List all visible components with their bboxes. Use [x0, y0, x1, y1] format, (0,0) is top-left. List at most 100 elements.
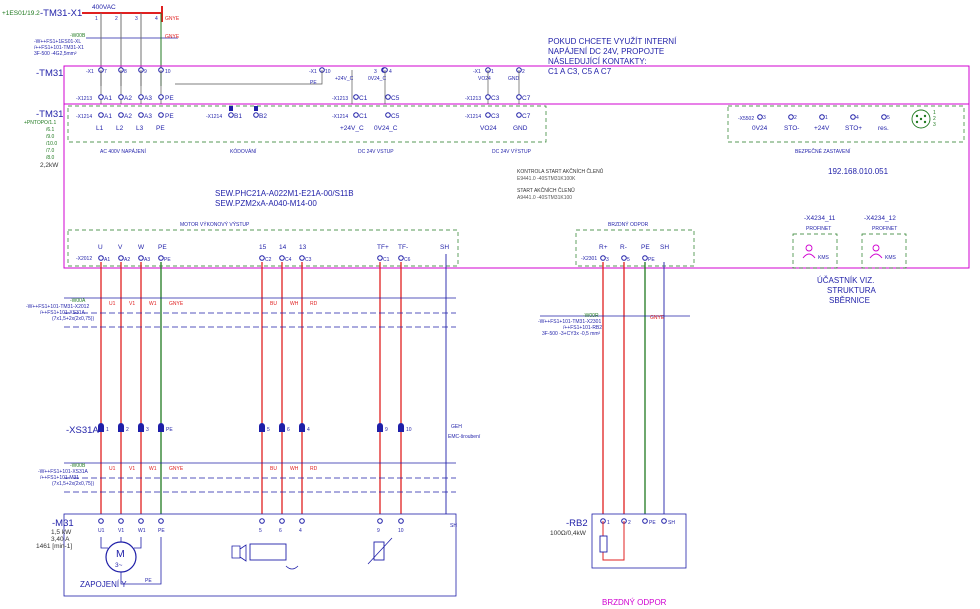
svg-text:C3: C3	[491, 113, 500, 120]
start-control-ref: E9441.0 -40STM31K100K	[517, 176, 576, 182]
note-line: C1 A C3, C5 A C7	[548, 67, 612, 76]
x2301-terminal	[642, 255, 648, 261]
motor-terminal	[138, 518, 144, 524]
x1-terminals: -X1 7 8 9 10 -X1 10 3 4 -X1 1 2	[86, 67, 525, 75]
x2012-terminal	[158, 255, 164, 261]
svg-text:3: 3	[763, 115, 766, 121]
resistor-pin: SH	[668, 520, 675, 526]
connector-geh: GEH	[451, 424, 462, 430]
section-label: DC 24V VSTUP	[358, 149, 394, 155]
svg-text:PE: PE	[165, 113, 174, 120]
sto-label: 0V24	[752, 125, 768, 132]
svg-text:A1: A1	[104, 113, 112, 120]
device-ref: /6.1	[46, 127, 55, 133]
wire-color-label: RD	[310, 466, 318, 472]
x2012-terminal	[398, 255, 404, 261]
svg-text:10: 10	[325, 69, 331, 75]
wire-color-label: GNYE	[650, 315, 665, 321]
x1213-terminal-row: -X1213 A1 A2 A3 PE -X1213 C1 C5 -X1213 C…	[76, 94, 531, 102]
section-label: DC 24V VÝSTUP	[492, 148, 532, 155]
motor-pin: 9	[377, 528, 380, 534]
connector-pin: 6	[287, 427, 290, 433]
sto-label: STO+	[845, 125, 862, 132]
cable-line: -W00R	[583, 313, 599, 319]
start-members-label: START AKČNÍCH ČLENŮ	[517, 187, 575, 194]
motor-power: 1,5 kW	[51, 529, 72, 536]
profinet-tag: -X4234_11	[804, 215, 836, 222]
section-label: AC 400V NAPÁJENÍ	[100, 148, 146, 155]
profinet-tag: -X4234_12	[864, 215, 896, 222]
resistor-terminal	[661, 518, 667, 524]
connector-pin-icon	[299, 423, 305, 432]
x1-internal-wiring	[100, 70, 520, 104]
internal-supply-note: POKUD CHCETE VYUŽÍT INTERNÍ NAPÁJENÍ DC …	[548, 37, 677, 76]
x2012-terminal	[259, 255, 265, 261]
participant-line: SBĚRNICE	[829, 296, 870, 305]
x2012-label: TF-	[398, 244, 408, 251]
profinet-port-12[interactable]: -X4234_12 PROFINET KMS	[861, 215, 907, 269]
x2012-pin: A2	[124, 257, 130, 263]
wire-color-label: BU	[270, 301, 277, 307]
resistor-pin: 2	[628, 520, 631, 526]
svg-text:3: 3	[933, 122, 936, 128]
x2012-terminal	[377, 255, 383, 261]
wire-color-label: GNYE	[169, 466, 184, 472]
motor-terminal	[259, 518, 265, 524]
profinet-port-11[interactable]: -X4234_11 PROFINET KMS	[792, 215, 838, 269]
resistor-pin: PE	[649, 520, 656, 526]
resistor-symbol-icon	[599, 535, 608, 553]
device-model-2: SEW.PZM2xA-A040-M14-00	[215, 199, 317, 208]
cable-line: -W00A	[70, 298, 86, 304]
cable-line: -W00B	[70, 463, 86, 469]
motor-columns: UA11U1VA22V1WA33W1PEPEPEPE15C25514C46613…	[64, 244, 457, 534]
motor-terminal	[118, 518, 124, 524]
brake-cable-label: -W00R -W++FS1+101-TM31-X2301 /++FS1+101-…	[538, 313, 602, 337]
connector-pin: 4	[307, 427, 310, 433]
motor-symbol-sub: 3~	[115, 562, 123, 569]
x1213-pin: A1	[104, 95, 112, 102]
dc-out-label: VO24	[480, 125, 497, 132]
wire-color-label: WH	[290, 301, 299, 307]
x2301-pin: 5	[627, 257, 630, 263]
x2012-terminal	[138, 255, 144, 261]
x2301-terminal	[621, 255, 627, 261]
device-tag: -TM31	[36, 68, 63, 79]
resistor-pin: 1	[607, 520, 610, 526]
note-line: NÁSLEDUJÍCÍ KONTAKTY:	[548, 57, 647, 66]
svg-text:-X1214: -X1214	[76, 114, 92, 120]
svg-text:2: 2	[522, 69, 525, 75]
svg-text:7: 7	[104, 69, 107, 75]
start-members-ref: A9441.0 -40STM31K100	[517, 195, 572, 201]
svg-text:-X1214: -X1214	[465, 114, 481, 120]
cable-line: (7x1,5+2x(2x0,75))	[52, 481, 94, 487]
svg-text:1: 1	[933, 110, 936, 116]
profinet-icon	[805, 244, 813, 252]
connector-pin-icon	[398, 423, 404, 432]
svg-text:4: 4	[389, 69, 392, 75]
x2012-frame	[67, 229, 459, 267]
motor-terminal	[398, 518, 404, 524]
x1213-pin: A3	[144, 95, 152, 102]
device-ip: 192.168.010.051	[828, 167, 889, 176]
svg-text:1: 1	[491, 69, 494, 75]
supply-cable-line: -W00B	[70, 33, 86, 39]
x2012-pin: A3	[144, 257, 150, 263]
profinet-label: PROFINET	[872, 226, 897, 232]
sto-terminals: -X5502 3 2 1 4 5 0V24 STO- +24V STO+ res…	[738, 114, 890, 132]
connector-pin: 5	[267, 427, 270, 433]
wire-color-label: W1	[149, 301, 157, 307]
connector-pin: 1	[106, 427, 109, 433]
motor-pin: 10	[398, 528, 404, 534]
connector-pin: 2	[126, 427, 129, 433]
dc-out-pin: C3	[491, 95, 500, 102]
wire-color-label: WH	[290, 466, 299, 472]
motor-pin: 6	[279, 528, 282, 534]
motor-pin: PE	[158, 528, 165, 534]
resistor-spec: 100Ω/0,4kW	[550, 530, 587, 537]
x2012-label: PE	[158, 244, 167, 251]
svg-text:-X2012: -X2012	[76, 256, 92, 262]
connector-pin: 9	[385, 427, 388, 433]
device-box-upper	[63, 65, 970, 269]
device-model-1: SEW.PHC21A-A022M1-E21A-00/S11B	[215, 189, 354, 198]
svg-text:-X1213: -X1213	[76, 96, 92, 102]
